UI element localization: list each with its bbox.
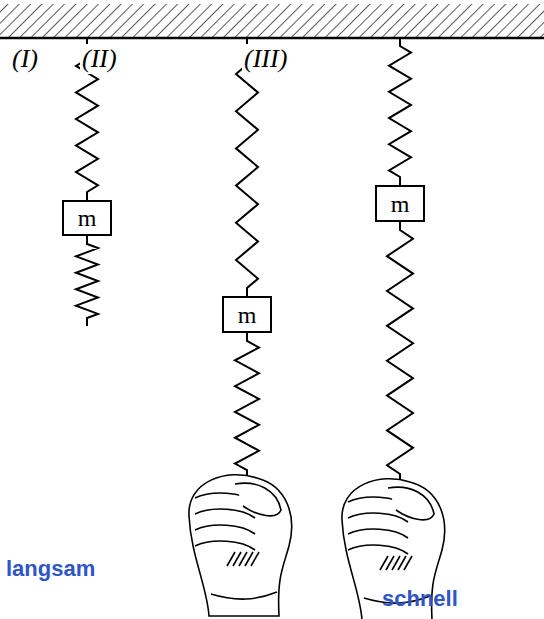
mass-label: m bbox=[391, 192, 410, 216]
spring bbox=[387, 222, 413, 482]
speed-label: schnell bbox=[382, 586, 458, 612]
mass-box: m bbox=[62, 200, 112, 236]
hand-stroke bbox=[348, 513, 408, 522]
mass-label: m bbox=[78, 206, 97, 230]
mass-box: m bbox=[375, 185, 425, 222]
system-label: (I) bbox=[10, 44, 40, 74]
system-label: (III) bbox=[242, 44, 289, 74]
ceiling-hatching bbox=[0, 4, 544, 38]
hand-stroke bbox=[195, 509, 255, 518]
system-label: (II) bbox=[80, 44, 119, 74]
spring bbox=[235, 333, 259, 478]
springs bbox=[76, 38, 413, 482]
hand-stroke bbox=[189, 475, 292, 616]
hand-stroke bbox=[348, 545, 408, 554]
hand-stroke bbox=[404, 556, 412, 570]
hand-stroke bbox=[195, 525, 255, 534]
spring bbox=[389, 38, 411, 185]
spring bbox=[76, 236, 98, 326]
spring bbox=[236, 38, 258, 296]
ceiling-line bbox=[0, 37, 544, 40]
mass-label: m bbox=[238, 303, 257, 327]
hand-stroke bbox=[348, 529, 408, 538]
hand-stroke bbox=[195, 541, 255, 550]
speed-label: langsam bbox=[6, 556, 95, 582]
mass-box: m bbox=[222, 296, 272, 333]
hand-stroke bbox=[251, 552, 259, 566]
hand-stroke bbox=[388, 487, 434, 520]
hand-stroke bbox=[235, 483, 281, 516]
hand-stroke bbox=[211, 592, 277, 599]
